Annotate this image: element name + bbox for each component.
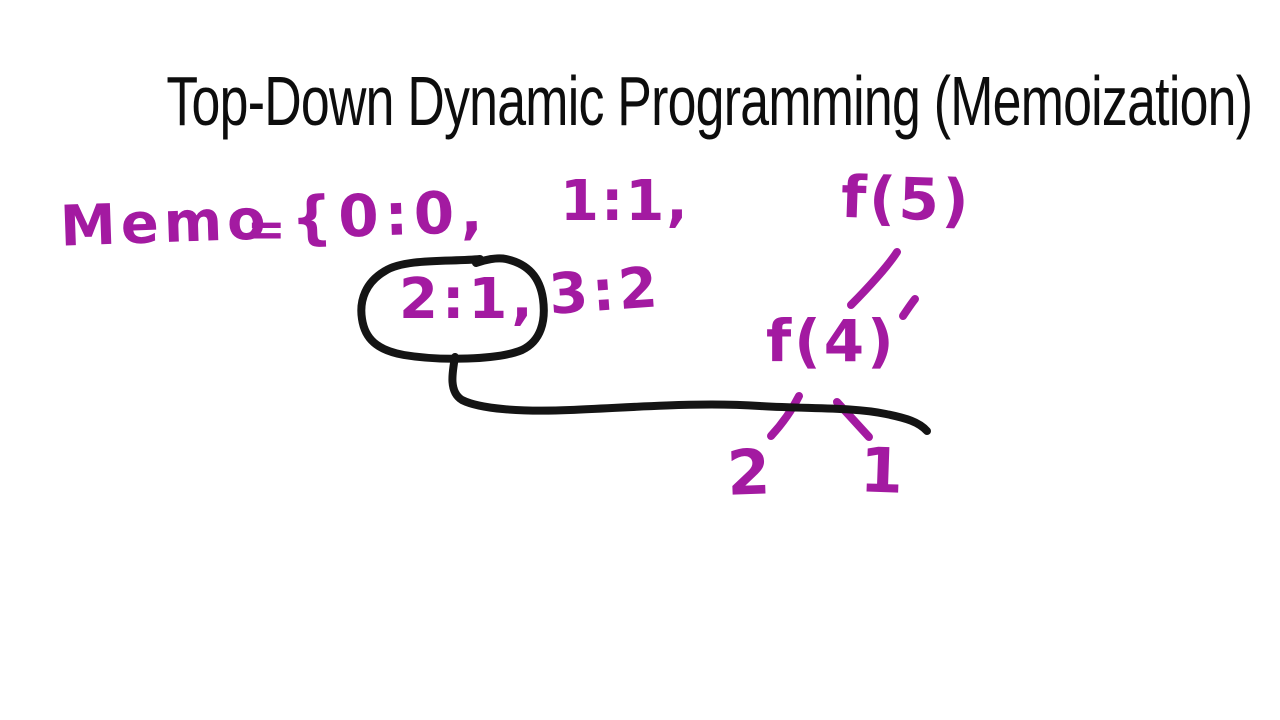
memo-entry-2-1: 2:1, (399, 267, 537, 332)
edge-f4-right-child (833, 398, 873, 441)
memo-entry-0-0: {0:0, (289, 177, 490, 253)
equals-sign: = (247, 202, 286, 256)
memo-entry-1-1: 1:1, (560, 169, 690, 234)
memo-label: Memo (58, 187, 272, 260)
node-f4-label: f(4) (766, 307, 897, 375)
page-title: Top-Down Dynamic Programming (Memoizatio… (166, 62, 1253, 140)
node-f5-label: f(5) (839, 162, 973, 236)
edge-f5-f4 (847, 248, 901, 309)
edge-f5-f4-tick (899, 295, 919, 320)
leaf-1-label: 1 (858, 433, 905, 508)
leaf-2-label: 2 (725, 435, 772, 510)
edge-f4-left-child (767, 392, 803, 440)
memo-entry-3-2: 3:2 (546, 255, 664, 328)
